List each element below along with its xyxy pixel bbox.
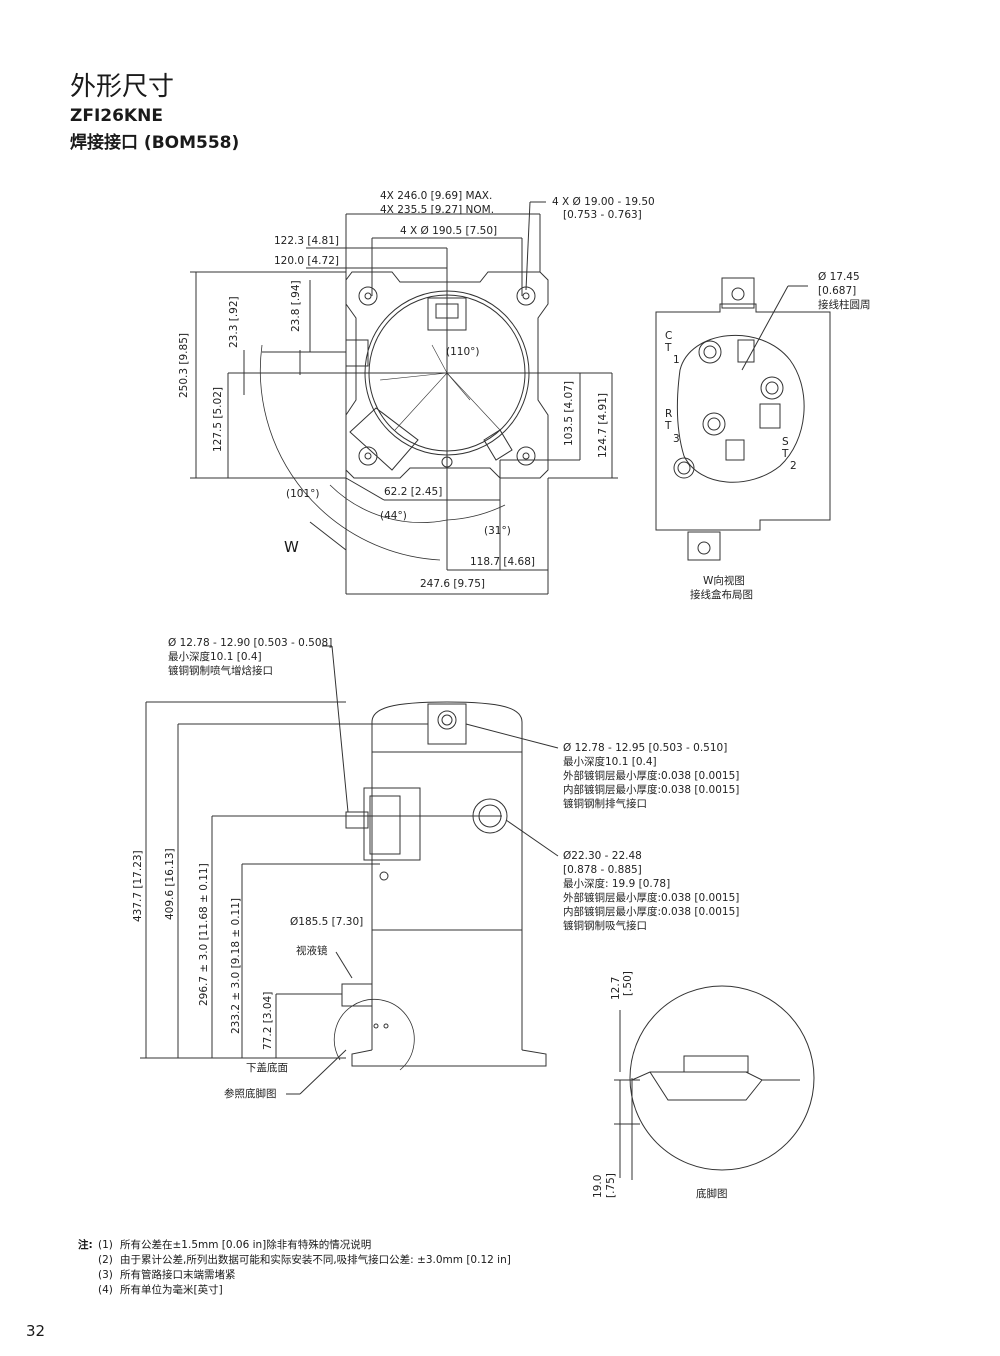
angle-31: (31°) (484, 525, 511, 537)
foot-dim-19-0: 19.0 (592, 1174, 604, 1198)
terminal-dia-desc: 接线柱圆周 (818, 299, 871, 311)
height-77-2: 77.2 [3.04] (262, 991, 274, 1050)
dim-127-5: 127.5 [5.02] (212, 387, 224, 452)
terminal-r: R (665, 408, 673, 420)
dim-120-0: 120.0 [4.72] (274, 255, 339, 267)
hole-dia-inch-label: [0.753 - 0.763] (563, 209, 642, 221)
height-296-7: 296.7 ± 3.0 [11.68 ± 0.11] (198, 863, 210, 1006)
dim-23-8: 23.8 [.94] (290, 280, 302, 332)
discharge-spec-4: 内部镀铜层最小厚度:0.038 [0.0015] (563, 784, 740, 796)
dim-122-3: 122.3 [4.81] (274, 235, 339, 247)
injection-spec-1: Ø 12.78 - 12.90 [0.503 - 0.508] (168, 637, 333, 649)
suction-spec-3: 最小深度: 19.9 [0.78] (563, 878, 671, 890)
note-text: 所有公差在±1.5mm [0.06 in]除非有特殊的情况说明 (120, 1239, 372, 1251)
terminal-2: 2 (790, 460, 797, 472)
note-number: (1) (98, 1239, 113, 1251)
sight-glass-label: 视液镜 (296, 945, 328, 957)
dim-62-2: 62.2 [2.45] (384, 486, 443, 498)
note-number: (3) (98, 1269, 113, 1281)
terminal-3: 3 (673, 433, 680, 445)
terminal-1: 1 (673, 354, 680, 366)
note-number: (2) (98, 1254, 113, 1266)
terminal-t3: T (665, 420, 672, 432)
note-number: (4) (98, 1284, 113, 1296)
terminal-caption-1: W向视图 (703, 575, 745, 587)
dim-247-6: 247.6 [9.75] (420, 578, 485, 590)
note-text: 所有管路接口末端需堵紧 (120, 1269, 236, 1281)
bottom-cover-label: 下盖底面 (246, 1062, 288, 1074)
terminal-s: S (782, 436, 789, 448)
foot-detail-drawing (614, 985, 815, 1180)
suction-spec-2: [0.878 - 0.885] (563, 864, 642, 876)
discharge-spec-2: 最小深度10.1 [0.4] (563, 756, 657, 768)
angle-44: (44°) (380, 510, 407, 522)
terminal-dia-label: Ø 17.45 (818, 271, 860, 283)
terminal-box-drawing (655, 277, 831, 561)
terminal-t2: T (782, 448, 789, 460)
note-text: 所有单位为毫米[英寸] (120, 1284, 223, 1296)
injection-spec-2: 最小深度10.1 [0.4] (168, 651, 262, 663)
foot-caption: 底脚图 (696, 1188, 728, 1200)
side-view-drawing (140, 645, 559, 1095)
hole-dia-label: 4 X Ø 19.00 - 19.50 (552, 196, 655, 208)
suction-spec-4: 外部镀铜层最小厚度:0.038 [0.0015] (563, 892, 740, 904)
discharge-spec-3: 外部镀铜层最小厚度:0.038 [0.0015] (563, 770, 740, 782)
discharge-spec-5: 镀铜钢制排气接口 (563, 798, 647, 810)
mount-nom-label: 4X 235.5 [9.27] NOM. (380, 204, 495, 216)
foot-dim-12-7: 12.7 (610, 976, 622, 1000)
angle-101: (101°) (286, 488, 320, 500)
connection-type: 焊接接口 (BOM558) (70, 133, 240, 153)
height-233-2: 233.2 ± 3.0 [9.18 ± 0.11] (230, 898, 242, 1034)
page-number: 32 (26, 1322, 46, 1340)
suction-spec-1: Ø22.30 - 22.48 (563, 850, 642, 862)
dim-250-3: 250.3 [9.85] (178, 333, 190, 398)
height-437-7: 437.7 [17.23] (132, 850, 144, 922)
suction-spec-6: 镀铜钢制吸气接口 (563, 920, 647, 932)
foot-dim-19-0-inch: [.75] (605, 1173, 617, 1198)
suction-spec-5: 内部镀铜层最小厚度:0.038 [0.0015] (563, 906, 740, 918)
top-view-drawing (190, 201, 618, 595)
note-text: 由于累计公差,所列出数据可能和实际安装不同,吸排气接口公差: ±3.0mm [0… (120, 1254, 511, 1266)
injection-spec-3: 镀铜钢制喷气增焓接口 (168, 665, 273, 677)
ref-foot-label: 参照底脚图 (224, 1088, 277, 1100)
foot-dim-12-7-inch: [.50] (622, 971, 634, 996)
notes-heading: 注: (78, 1239, 93, 1251)
discharge-spec-1: Ø 12.78 - 12.95 [0.503 - 0.510] (563, 742, 728, 754)
terminal-dia-inch: [0.687] (818, 285, 857, 297)
dim-118-7: 118.7 [4.68] (470, 556, 535, 568)
terminal-caption-2: 接线盒布局图 (690, 589, 753, 601)
view-w-label: W (284, 538, 299, 556)
angle-110: (110°) (446, 346, 480, 358)
dim-23-3: 23.3 [.92] (228, 296, 240, 348)
dim-124-7: 124.7 [4.91] (597, 393, 609, 458)
page-title: 外形尺寸 (70, 72, 175, 102)
shell-diameter: Ø185.5 [7.30] (290, 916, 364, 928)
terminal-c: C (665, 330, 673, 342)
dim-103-5: 103.5 [4.07] (563, 381, 575, 446)
height-409-6: 409.6 [16.13] (164, 848, 176, 920)
mount-max-label: 4X 246.0 [9.69] MAX. (380, 190, 493, 202)
model-name: ZFI26KNE (70, 106, 163, 126)
terminal-t1: T (665, 342, 672, 354)
bolt-circle-label: 4 X Ø 190.5 [7.50] (400, 225, 498, 237)
